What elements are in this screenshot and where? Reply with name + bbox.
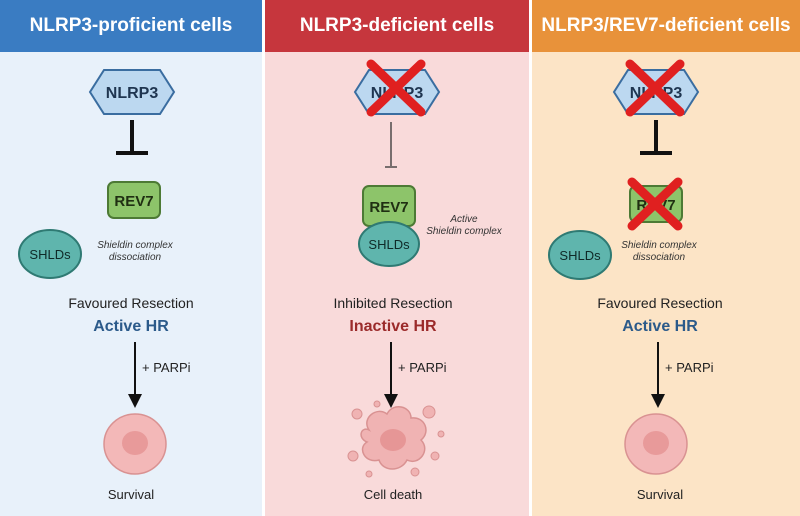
- panel-title: NLRP3/REV7-deficient cells: [532, 0, 800, 52]
- knockout-cross-icon: [366, 59, 426, 117]
- shlds-circle: [358, 221, 420, 267]
- panel-divider: [262, 0, 265, 516]
- parpi-label: + PARPi: [142, 360, 191, 375]
- outcome-label: Cell death: [363, 487, 423, 502]
- shieldin-note: Shieldin complex dissociation: [621, 240, 697, 263]
- resection-label: Favoured Resection: [68, 295, 194, 311]
- shlds-circle: [548, 230, 612, 280]
- cell-nucleus: [643, 431, 669, 455]
- panel-title: NLRP3-proficient cells: [0, 0, 262, 52]
- outcome-label: Survival: [636, 487, 684, 502]
- parpi-label: + PARPi: [398, 360, 447, 375]
- arrow-head: [651, 394, 665, 408]
- outcome-label: Survival: [107, 487, 155, 502]
- nlrp3-hexagon: [88, 69, 176, 115]
- rev7-label: REV7: [369, 199, 408, 216]
- arrow-head: [128, 394, 142, 408]
- pathway-diagram: NLRP3 REV7 SHLDs: [347, 59, 445, 478]
- pathway-diagram: NLRP3 REV7 SHLDs: [18, 69, 176, 475]
- nlrp3-label: NLRP3: [106, 85, 159, 102]
- hr-status: Inactive HR: [349, 318, 437, 335]
- shieldin-note: Shieldin complex dissociation: [97, 240, 173, 263]
- rev7-label: REV7: [114, 193, 153, 210]
- shieldin-note: Active Shieldin complex: [426, 214, 502, 237]
- arrow-head: [384, 394, 398, 408]
- panel-nlrp3-rev7-deficient: NLRP3/REV7-deficient cells NLRP3 REV7 SH…: [532, 0, 800, 516]
- hr-status: Active HR: [622, 318, 698, 335]
- resection-label: Inhibited Resection: [333, 295, 453, 311]
- pathway-diagram: NLRP3 REV7 SHLDs: [548, 59, 700, 475]
- cell-nucleus: [122, 431, 148, 455]
- knockout-cross-icon: [625, 59, 685, 117]
- knockout-cross-icon: [627, 177, 683, 231]
- resection-label: Favoured Resection: [597, 295, 723, 311]
- panel-title: NLRP3-deficient cells: [265, 0, 529, 52]
- panel-divider: [529, 0, 532, 516]
- shlds-label: SHLDs: [368, 237, 410, 252]
- dying-cell-icon: [347, 400, 445, 478]
- panel-nlrp3-proficient: NLRP3-proficient cells NLRP3 REV7 SHLDs …: [0, 0, 262, 516]
- hr-status: Active HR: [93, 318, 169, 335]
- shlds-label: SHLDs: [559, 248, 601, 263]
- panel-nlrp3-deficient: NLRP3-deficient cells NLRP3 REV7 SHLDs: [265, 0, 529, 516]
- rev7-box: [107, 181, 161, 219]
- parpi-label: + PARPi: [665, 360, 714, 375]
- shlds-circle: [18, 229, 82, 279]
- shlds-label: SHLDs: [29, 247, 71, 262]
